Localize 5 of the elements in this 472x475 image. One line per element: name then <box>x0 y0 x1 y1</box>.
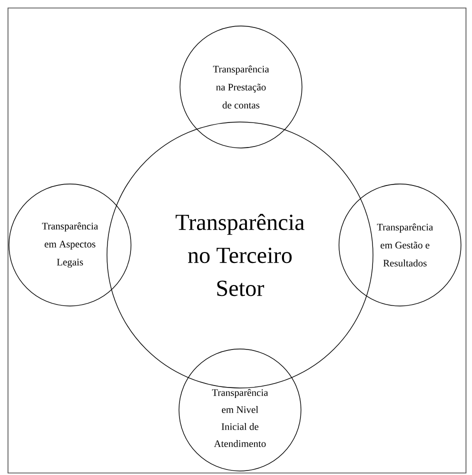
circle-node: Transparência em Nivel Inicial de Atendimento <box>178 348 302 472</box>
circle-node: Transparência em Aspectos Legais <box>8 184 132 306</box>
circle-node: Transparência na Prestação de contas <box>180 26 302 148</box>
circle-node: Transparência em Gestão e Resultados <box>338 184 462 306</box>
circle-node: Transparência no Terceiro Setor <box>106 122 374 388</box>
